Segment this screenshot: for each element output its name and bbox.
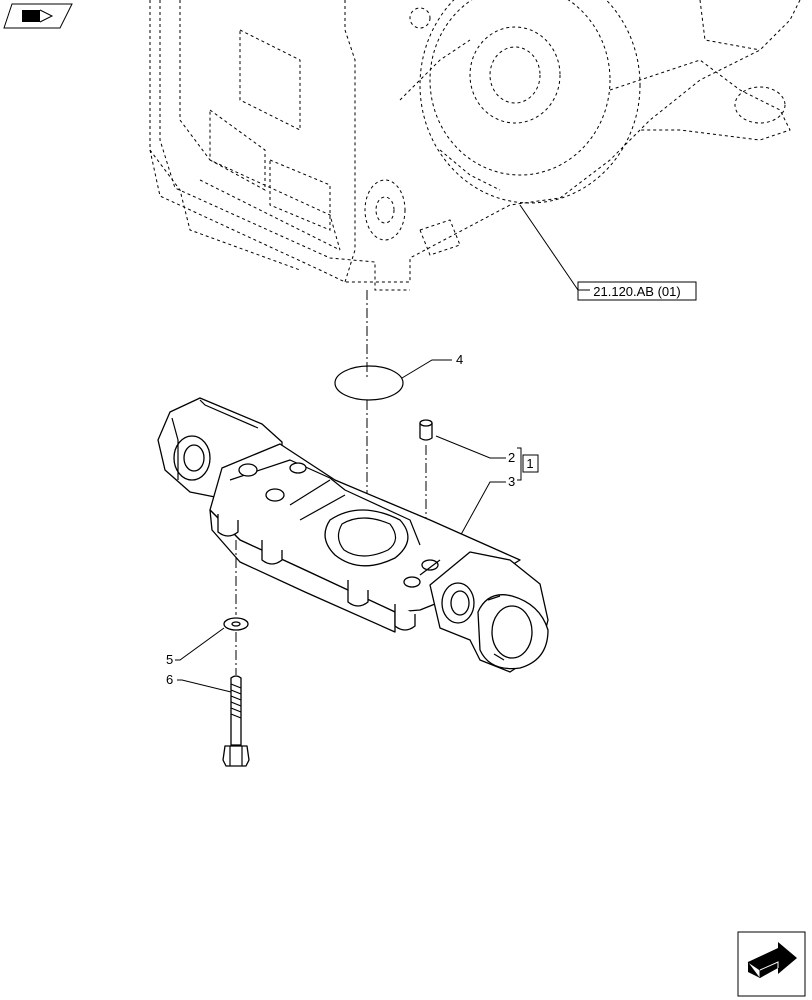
callout-5: 5: [166, 652, 173, 667]
callout-6: 6: [166, 672, 173, 687]
callout-group-1: 1: [526, 456, 533, 471]
dowel-pin: [419, 419, 433, 441]
next-page-arrow-icon[interactable]: [737, 931, 806, 997]
engine-block-phantom: [149, 0, 801, 291]
callout-3: 3: [508, 474, 515, 489]
front-support-bracket: [157, 397, 549, 673]
reference-link-box[interactable]: [577, 281, 697, 301]
reference-link-label[interactable]: 21.120.AB (01): [593, 284, 680, 299]
washer: [223, 617, 249, 631]
bolt: [222, 675, 250, 767]
view-direction-icon[interactable]: [3, 3, 73, 29]
callout-2: 2: [508, 450, 515, 465]
o-ring: [334, 365, 404, 401]
callout-4: 4: [456, 352, 463, 367]
